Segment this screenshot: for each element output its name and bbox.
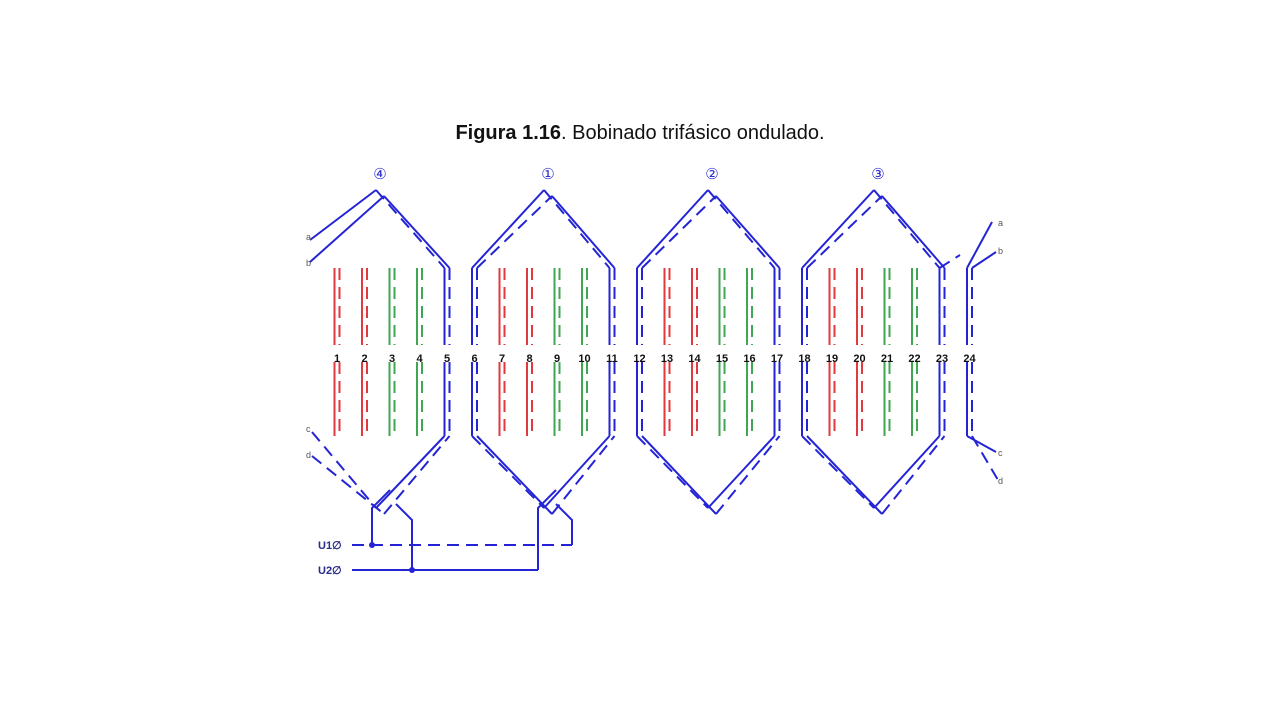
end-connection-bottom	[543, 435, 611, 509]
end-connection-bottom	[806, 435, 883, 515]
end-connection-bottom	[881, 435, 946, 515]
slot-number: 1	[334, 353, 340, 365]
end-connection-bottom	[383, 435, 451, 515]
lead-wire-d-left	[311, 455, 385, 515]
end-connections	[309, 189, 999, 515]
slot-number: 2	[361, 353, 367, 365]
lead-label-c-right: c	[998, 448, 1003, 458]
lead-label-b-left: b	[306, 258, 311, 268]
end-connection-top	[641, 195, 717, 269]
slot-number: 19	[826, 353, 838, 365]
slot-number: 16	[743, 353, 755, 365]
slot-number: 23	[936, 353, 948, 365]
end-connection-top	[471, 189, 545, 269]
end-connection-top	[636, 189, 709, 269]
lead-label-d-left: d	[306, 450, 311, 460]
lead-labels: a b a b c d c d	[306, 218, 1003, 486]
slot-number: 8	[526, 353, 532, 365]
terminal-u2-label: U2∅	[318, 565, 342, 577]
terminal-loop-1	[395, 503, 413, 570]
pole-marker: ②	[705, 165, 718, 183]
lead-wire-a-left	[309, 189, 377, 241]
end-connection-bottom	[636, 435, 709, 509]
lead-wire-b-left	[309, 195, 385, 263]
lead-label-b-right: b	[998, 246, 1003, 256]
slot-number: 14	[688, 353, 701, 365]
terminal-junction	[409, 567, 415, 573]
slot-number: 5	[444, 353, 450, 365]
end-connection-top	[383, 195, 451, 269]
end-connection-bottom	[476, 435, 553, 515]
pole-marker: ①	[541, 165, 554, 183]
terminal-loop-1	[371, 489, 391, 545]
pole-marker: ④	[373, 165, 386, 183]
end-connection-bottom	[873, 435, 941, 509]
slot-number: 11	[606, 353, 618, 365]
slot-number: 15	[716, 353, 728, 365]
lead-label-c-left: c	[306, 424, 311, 434]
slot-number: 20	[853, 353, 865, 365]
terminal-u1-label: U1∅	[318, 540, 342, 552]
end-connection-bottom	[551, 435, 616, 515]
end-connection-top	[806, 195, 883, 269]
slot-number: 3	[389, 353, 395, 365]
end-connection-bottom	[641, 435, 717, 515]
figure-caption-text: . Bobinado trifásico ondulado.	[561, 122, 825, 144]
slot-conductors	[333, 268, 973, 436]
end-connection-top	[375, 189, 446, 269]
end-connection-top	[707, 189, 776, 269]
terminal-loop-2	[555, 503, 573, 545]
end-connection-top	[873, 189, 941, 269]
terminal-junction	[369, 542, 375, 548]
end-connection-bottom	[375, 435, 446, 509]
end-connection-top	[881, 195, 946, 269]
slot-number: 4	[416, 353, 423, 365]
lead-wire-c-right	[966, 435, 997, 453]
end-connection-top	[543, 189, 611, 269]
slot-number: 18	[798, 353, 810, 365]
pole-marker: ③	[871, 165, 884, 183]
figure-caption: Figura 1.16. Bobinado trifásico ondulado…	[0, 122, 1280, 145]
slot-number: 12	[633, 353, 645, 365]
pole-markers: ④ ① ② ③	[373, 165, 884, 183]
lead-label-a-right: a	[998, 218, 1003, 228]
slot-number: 24	[963, 353, 976, 365]
end-connection-bottom	[471, 435, 545, 509]
slot-number: 22	[908, 353, 920, 365]
lead-label-d-right: d	[998, 476, 1003, 486]
end-connection-top	[801, 189, 875, 269]
slot-number: 17	[771, 353, 783, 365]
lead-label-a-left: a	[306, 232, 311, 242]
end-connection-top	[551, 195, 616, 269]
end-connection-bottom	[715, 435, 781, 515]
slot-number: 7	[499, 353, 505, 365]
end-connection-bottom	[707, 435, 776, 509]
lead-wire-d-right	[971, 435, 999, 481]
slot-number: 10	[578, 353, 590, 365]
end-connection-top	[715, 195, 781, 269]
end-connection-top	[476, 195, 553, 269]
end-connection-bottom	[801, 435, 875, 509]
slot-number: 21	[881, 353, 893, 365]
slot-number: 6	[471, 353, 477, 365]
lead-wire-a-right	[966, 221, 993, 269]
end-connection-top	[938, 254, 961, 269]
figure-label: Figura 1.16	[455, 122, 562, 144]
slot-number: 13	[661, 353, 673, 365]
lead-wire-b-right	[971, 251, 997, 269]
slot-number: 9	[554, 353, 560, 365]
lead-wire-c-left	[311, 431, 377, 509]
terminal-loop-2	[537, 489, 557, 570]
terminal-connections: U1∅ U2∅	[318, 489, 573, 577]
